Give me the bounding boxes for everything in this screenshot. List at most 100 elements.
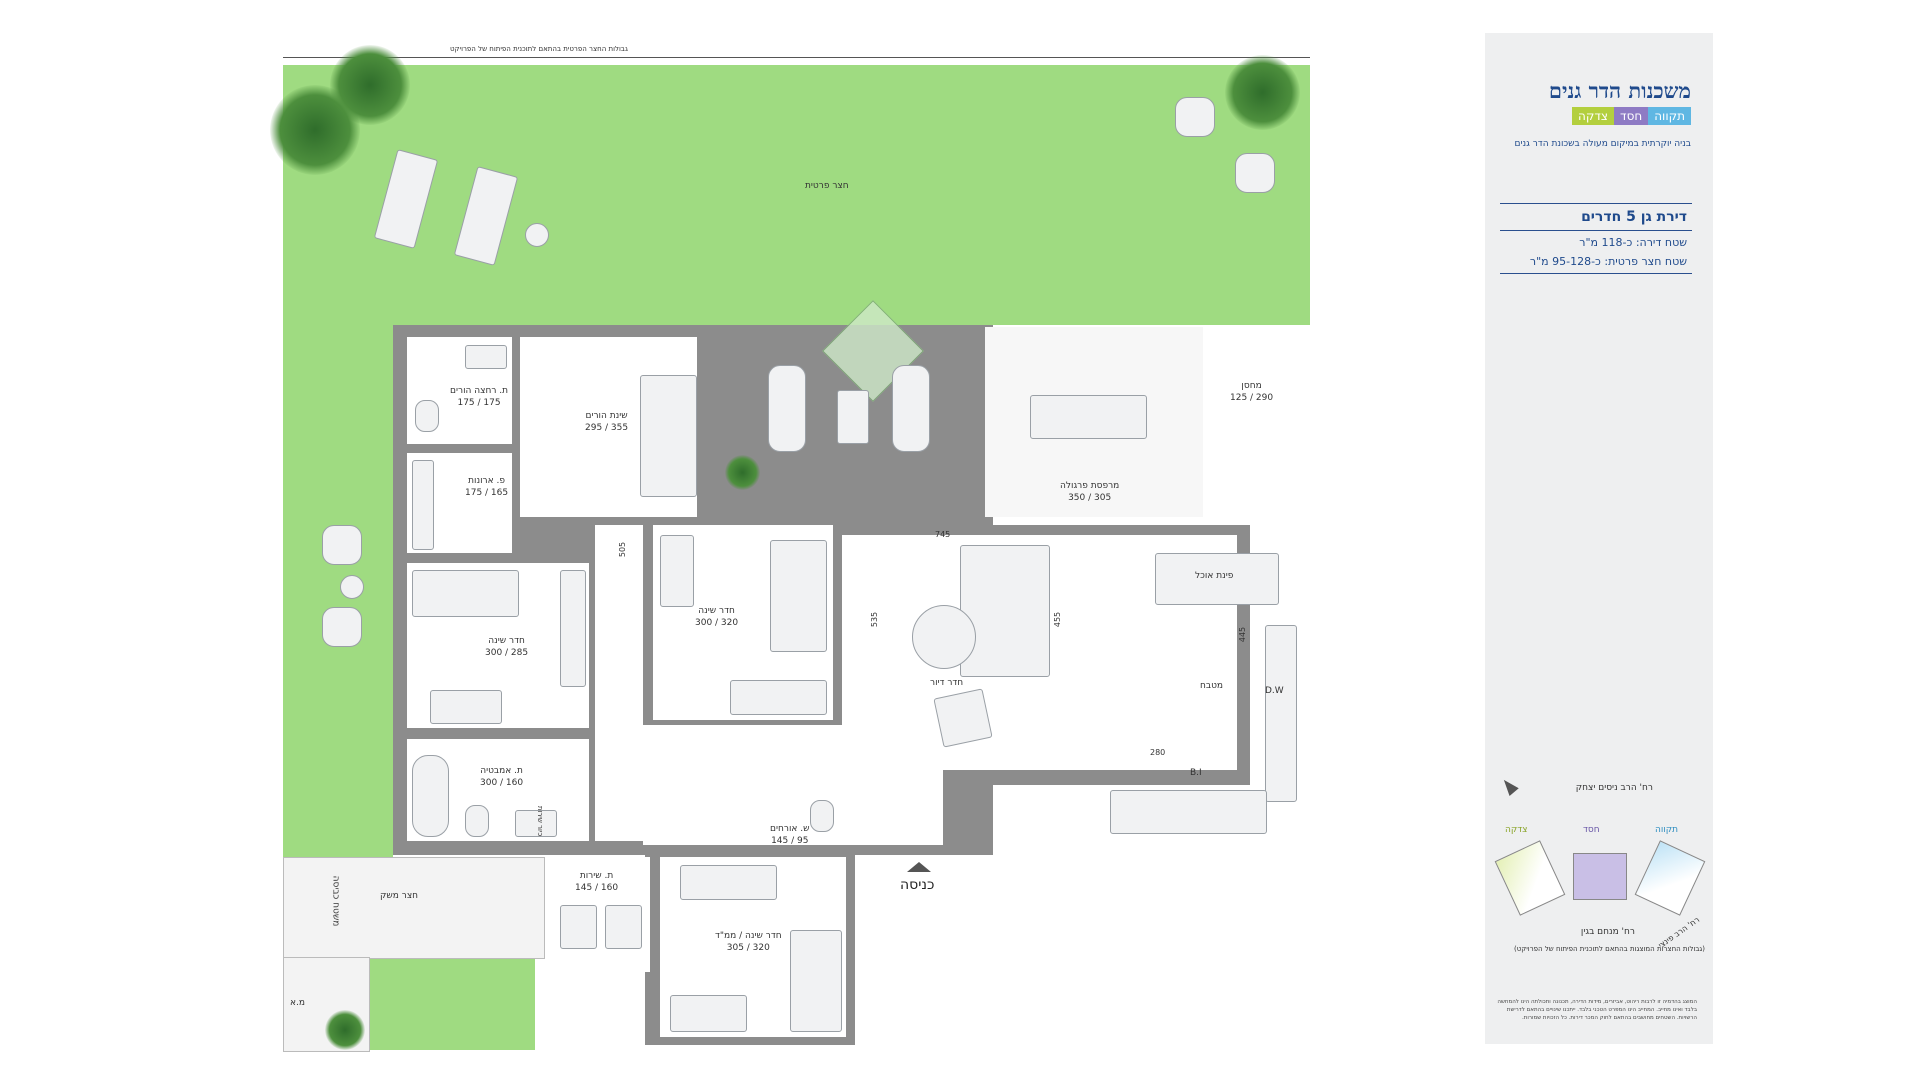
bathtub: [412, 755, 449, 837]
service-yard-lawn: [370, 955, 535, 1050]
entrance-label: כניסה: [900, 877, 935, 893]
fineprint: המוצג בהדמיה זו לרבות ריהוט, אביזרים, מי…: [1497, 999, 1697, 1021]
coffee-table: [912, 605, 976, 669]
dim-505: 505: [618, 541, 628, 558]
label-kitchen-sink: כיור שירות: [536, 805, 545, 837]
floor-plan: גבולות החצר הפרטית בהתאם לתוכנית הפיתוח …: [270, 45, 1310, 1052]
garden-armchair-1: [322, 525, 362, 565]
top-note: גבולות החצר הפרטית בהתאם לתוכנית הפיתוח …: [450, 45, 628, 53]
pergola-dining-table: [1030, 395, 1147, 439]
mini-building-charity: [1494, 840, 1566, 916]
patio-sofa-1: [768, 365, 806, 452]
label-garden: חצר פרטית: [805, 181, 849, 191]
dim-535: 535: [870, 611, 880, 628]
dim-445: 445: [1238, 626, 1248, 643]
top-line: [283, 57, 1310, 58]
plant-pot: [725, 455, 760, 490]
wardrobe-safe-room: [680, 865, 777, 900]
bed-west: [412, 570, 519, 617]
palm-tree-3: [1225, 55, 1300, 130]
mini-label-charity: צדקה: [1505, 825, 1528, 835]
dining-table: [1155, 553, 1279, 605]
patio-table: [837, 390, 869, 444]
room-hall: [595, 525, 643, 841]
palm-tree-2: [330, 45, 410, 125]
guest-toilet: [810, 800, 834, 832]
street-top: רח' הרב ניסים יצחק: [1575, 783, 1653, 793]
bath-sink: [515, 810, 557, 837]
label-living: חדר דיור: [930, 678, 964, 688]
yard-area: שטח חצר פרטית: כ-95-128 מ"ר: [1529, 255, 1687, 268]
apartment-area: שטח דירה: כ-118 מ"ר: [1579, 236, 1687, 249]
service-yard-deck: [283, 857, 545, 959]
washer: [560, 905, 597, 949]
tag-charity: צדקה: [1572, 107, 1615, 125]
kitchen-island: [1110, 790, 1267, 834]
apartment-type: דירת גן 5 חדרים: [1581, 209, 1687, 225]
label-dw: D.W: [1265, 686, 1284, 696]
desk-west: [430, 690, 502, 724]
label-dining: פינת אוכל: [1195, 571, 1234, 581]
label-ma: מ.א: [290, 998, 305, 1008]
dryer: [605, 905, 642, 949]
label-service-yard: חצר משק: [380, 891, 419, 901]
master-vanity: [465, 345, 507, 369]
room-storage: [1213, 335, 1291, 507]
desk-center: [660, 535, 694, 607]
info-sidebar: משכנות הדר גנים תקווה חסד צדקה בניה יוקר…: [1485, 33, 1713, 1044]
divider-1: [1500, 203, 1692, 204]
kitchen-counter: [1265, 625, 1297, 802]
bed-center: [770, 540, 827, 652]
desk-safe-room: [670, 995, 747, 1032]
dim-455: 455: [1053, 611, 1063, 628]
label-kitchen: מטבח: [1200, 681, 1224, 691]
living-sofa: [960, 545, 1050, 677]
bath-toilet: [465, 805, 489, 837]
patio-sofa-2: [892, 365, 930, 452]
master-bed: [640, 375, 697, 497]
label-laundry-line: משטח כביסה: [330, 875, 341, 927]
brand-tags: תקווה חסד צדקה: [1572, 107, 1691, 125]
side-table-round: [525, 223, 549, 247]
compass-icon: [1499, 776, 1519, 796]
armchair-1: [1175, 97, 1215, 137]
tag-kindness: חסד: [1614, 107, 1649, 125]
plant-pot-2: [325, 1010, 365, 1050]
divider-2: [1500, 230, 1692, 231]
mini-label-hope: תקווה: [1655, 825, 1679, 835]
mini-label-kindness: חסד: [1583, 825, 1600, 835]
closet-unit: [412, 460, 434, 550]
dim-280: 280: [1150, 748, 1166, 757]
tag-hope: תקווה: [1648, 107, 1691, 125]
private-yard: [283, 65, 1310, 325]
divider-3: [1500, 273, 1692, 274]
garden-side-table: [340, 575, 364, 599]
armchair-2: [1235, 153, 1275, 193]
label-bi: B.I: [1190, 768, 1202, 778]
wardrobe-west: [560, 570, 586, 687]
tagline: בניה יוקרתית במיקום מעולה בשכונת הדר גני…: [1514, 139, 1691, 149]
dim-745: 745: [935, 530, 951, 539]
street-bottom: רח' מנחם בגין: [1580, 927, 1635, 937]
entrance-arrow-icon: [907, 862, 931, 872]
master-toilet: [415, 400, 439, 432]
private-yard-west: [283, 325, 393, 865]
lounge-chair: [933, 688, 993, 748]
mini-building-hope: [1634, 840, 1706, 916]
wardrobe-center: [730, 680, 827, 715]
garden-armchair-2: [322, 607, 362, 647]
map-note: (גבולות החצרות המוצגות בהתאם לתוכנית הפי…: [1513, 945, 1705, 953]
bed-safe-room: [790, 930, 842, 1032]
mini-building-kindness: [1573, 853, 1627, 900]
